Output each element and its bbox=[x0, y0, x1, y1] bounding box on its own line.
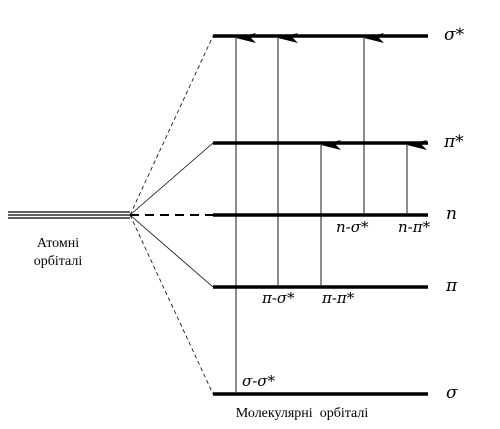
correlation-line-sigma-star bbox=[129, 35, 214, 216]
transition-labels: σ-σ* π-σ* π-π* n-σ* n-π* bbox=[242, 218, 431, 390]
level-labels: σ* π* n π σ bbox=[443, 25, 465, 403]
molecular-orbital-levels bbox=[213, 34, 428, 396]
label-sigma-star: σ* bbox=[444, 25, 465, 45]
label-sigma: σ bbox=[446, 383, 458, 403]
label-n-pi-star: n-π* bbox=[398, 218, 431, 236]
caption-atomic-line1: Атомні bbox=[37, 236, 79, 251]
label-pi-sigma-star: π-σ* bbox=[261, 289, 295, 307]
label-n-sigma-star: n-σ* bbox=[336, 218, 369, 236]
transition-arrows bbox=[235, 33, 427, 392]
label-pi-pi-star: π-π* bbox=[321, 289, 355, 307]
correlation-line-pi bbox=[129, 214, 214, 288]
label-n: n bbox=[446, 204, 457, 224]
label-sigma-sigma-star: σ-σ* bbox=[242, 372, 276, 390]
correlation-line-pi-star bbox=[129, 142, 214, 216]
correlation-lines bbox=[129, 35, 214, 395]
caption-molecular: Молекулярні орбіталі bbox=[236, 406, 369, 421]
captions: Атомні орбіталі Молекулярні орбіталі bbox=[34, 236, 369, 421]
label-pi-star: π* bbox=[443, 132, 464, 152]
atomic-orbital-level bbox=[8, 211, 130, 219]
correlation-line-sigma bbox=[129, 214, 214, 395]
caption-atomic-line2: орбіталі bbox=[34, 254, 83, 269]
label-pi: π bbox=[445, 276, 458, 296]
